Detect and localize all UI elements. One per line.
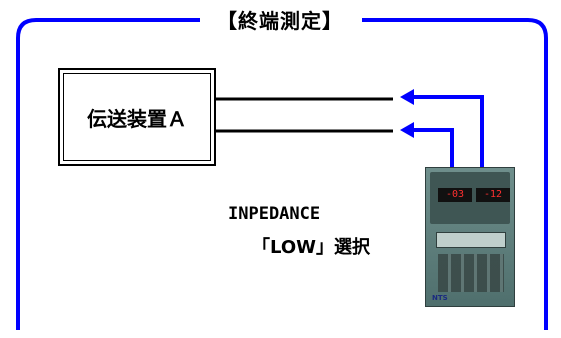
lead-wire-inner — [408, 128, 454, 168]
impedance-note-line1: INPEDANCE — [228, 204, 321, 224]
arrow-head-bottom — [400, 122, 414, 138]
meter-keypad — [438, 254, 504, 292]
device-a-box: 伝送装置Ａ — [58, 68, 216, 166]
diagram-title: 【終端測定】 — [205, 8, 355, 34]
meter-readout-right: -12 — [476, 188, 510, 202]
meter-brand-logo: NTS — [432, 294, 448, 302]
lead-wire-outer — [408, 95, 484, 168]
device-a-label: 伝送装置Ａ — [63, 73, 211, 161]
outer-frame — [16, 18, 548, 330]
meter-display-panel: -03 -12 — [430, 172, 510, 224]
measuring-instrument-image: -03 -12 NTS — [425, 167, 515, 307]
meter-lcd — [436, 232, 506, 248]
impedance-note-line2: 「LOW」選択 — [252, 237, 370, 258]
arrow-head-top — [400, 89, 414, 105]
meter-readout-left: -03 — [438, 188, 472, 202]
